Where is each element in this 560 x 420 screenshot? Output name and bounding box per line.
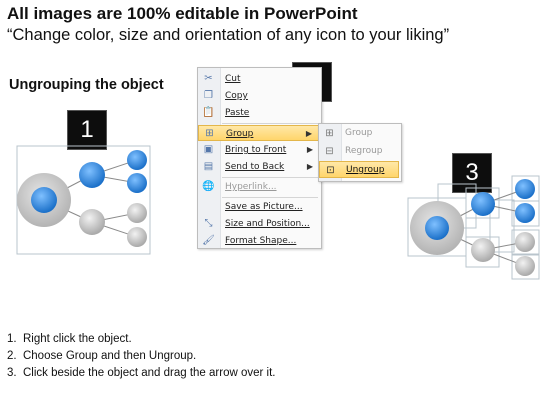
ungrouped-object-diagram [407,175,540,280]
leaf-node-blue-2 [127,173,147,193]
group-submenu: ⊞ Group ⊟ Regroup ⊡ Ungroup [318,123,402,182]
regroup-icon: ⊟ [325,146,334,157]
submenu-item-group[interactable]: ⊞ Group [319,125,399,142]
menu-item-group[interactable]: ⊞ Group ▶ [198,125,319,141]
menu-item-send-to-back[interactable]: ▤ Send to Back ▶ [198,159,319,175]
section-title: Ungrouping the object [9,77,164,93]
instruction-step-1: 1. Right click the object. [7,333,132,345]
submenu-item-regroup[interactable]: ⊟ Regroup [319,143,399,160]
menu-item-save-as-picture[interactable]: Save as Picture... [225,202,303,212]
group-icon: ⊞ [325,128,334,139]
submenu-arrow-icon: ▶ [306,162,313,171]
copy-icon: ❐ [204,90,213,101]
header-title: All images are 100% editable in PowerPoi… [7,4,358,23]
leaf-node-blue-1 [127,150,147,170]
group-icon: ⊞ [205,128,214,139]
bring-front-icon: ▣ [203,144,214,155]
scissors-icon: ✂ [204,73,213,84]
hyperlink-icon: 🌐 [202,181,215,192]
format-shape-icon: 🖌 [202,235,215,246]
leaf-node-grey-1 [127,203,147,223]
header-subtitle: “Change color, size and orientation of a… [7,26,450,44]
submenu-arrow-icon: ▶ [306,145,313,154]
send-back-icon: ▤ [203,161,214,172]
context-menu: ✂ Cut ❐ Copy 📋 Paste ⊞ Group ▶ ▣ Bring t… [197,67,322,249]
step-badge-3: 3 [452,153,492,193]
mid-node-blue [79,162,105,188]
menu-item-hyperlink[interactable]: 🌐 Hyperlink... [202,181,277,192]
instruction-step-2: 2. Choose Group and then Ungroup. [7,350,197,362]
menu-item-copy[interactable]: ❐ Copy [198,88,319,104]
menu-item-format-shape[interactable]: 🖌 Format Shape... [202,235,297,246]
menu-item-cut[interactable]: ✂ Cut [198,71,319,87]
leaf-node-grey-2 [127,227,147,247]
menu-item-bring-to-front[interactable]: ▣ Bring to Front ▶ [198,142,319,158]
size-position-icon: ⤡ [204,218,213,229]
paste-icon: 📋 [202,107,215,118]
instruction-list: 1. Right click the object. 2. Choose Gro… [7,331,275,382]
menu-item-paste[interactable]: 📋 Paste [202,107,250,118]
submenu-arrow-icon: ▶ [305,129,312,138]
instruction-step-3: 3. Click beside the object and drag the … [7,367,276,379]
central-node [31,187,57,213]
step-badge-1: 1 [67,110,107,150]
submenu-item-ungroup[interactable]: ⊡ Ungroup [319,161,399,178]
mid-node-grey [79,209,105,235]
ungroup-icon: ⊡ [326,165,335,176]
menu-item-size-and-position[interactable]: ⤡ Size and Position... [198,216,319,232]
